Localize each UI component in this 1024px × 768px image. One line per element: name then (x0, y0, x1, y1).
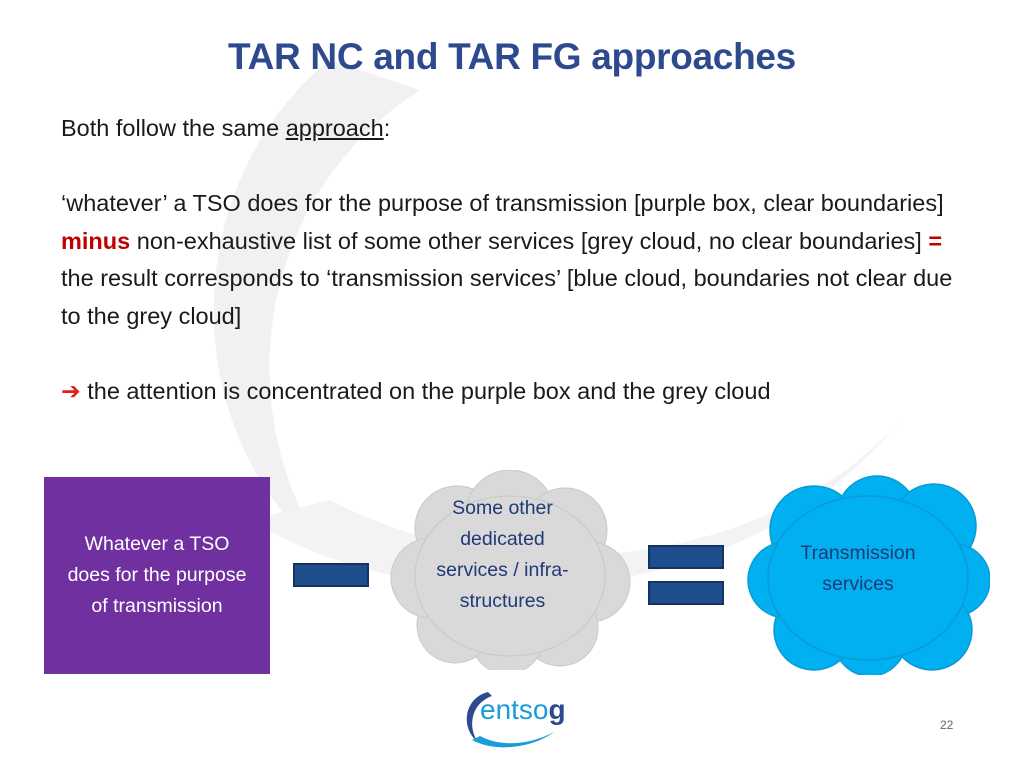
para-part3: the result corresponds to ‘transmission … (61, 265, 953, 329)
entsog-logo-swoosh (466, 692, 554, 748)
blue-cloud (747, 475, 990, 675)
intro-underlined-word: approach (285, 115, 384, 141)
minus-operator (293, 563, 369, 587)
conclusion-text: the attention is concentrated on the pur… (80, 377, 771, 404)
explanation-paragraph: ‘whatever’ a TSO does for the purpose of… (61, 185, 961, 335)
intro-suffix: : (383, 115, 391, 141)
equals-operator-bottom-bar (648, 581, 724, 605)
intro-prefix: Both follow the same (61, 115, 286, 141)
equals-keyword: = (928, 227, 943, 254)
blue-cloud-label: Transmission services (800, 542, 916, 595)
grey-cloud-label: Some other dedicated services / infra-st… (436, 497, 569, 612)
para-part1: ‘whatever’ a TSO does for the purpose of… (61, 190, 944, 216)
entsog-logo-text: entsog (480, 694, 566, 726)
conclusion-line: ➔ the attention is concentrated on the p… (61, 373, 961, 411)
page-number: 22 (940, 718, 954, 732)
logo-text-bold: g (548, 694, 566, 725)
slide-title: TAR NC and TAR FG approaches (228, 36, 796, 77)
purple-box: Whatever a TSO does for the purpose of t… (44, 477, 270, 674)
para-part2: non-exhaustive list of some other servic… (130, 227, 929, 254)
logo-text-light: entso (480, 694, 549, 725)
arrow-right-icon: ➔ (61, 377, 81, 404)
grey-cloud (390, 470, 631, 670)
minus-keyword: minus (61, 227, 131, 254)
body-text: Both follow the same approach: ‘whatever… (61, 110, 961, 410)
purple-box-label: Whatever a TSO does for the purpose of t… (67, 533, 247, 617)
equals-operator-top-bar (648, 545, 724, 569)
intro-line: Both follow the same approach: (61, 110, 961, 148)
